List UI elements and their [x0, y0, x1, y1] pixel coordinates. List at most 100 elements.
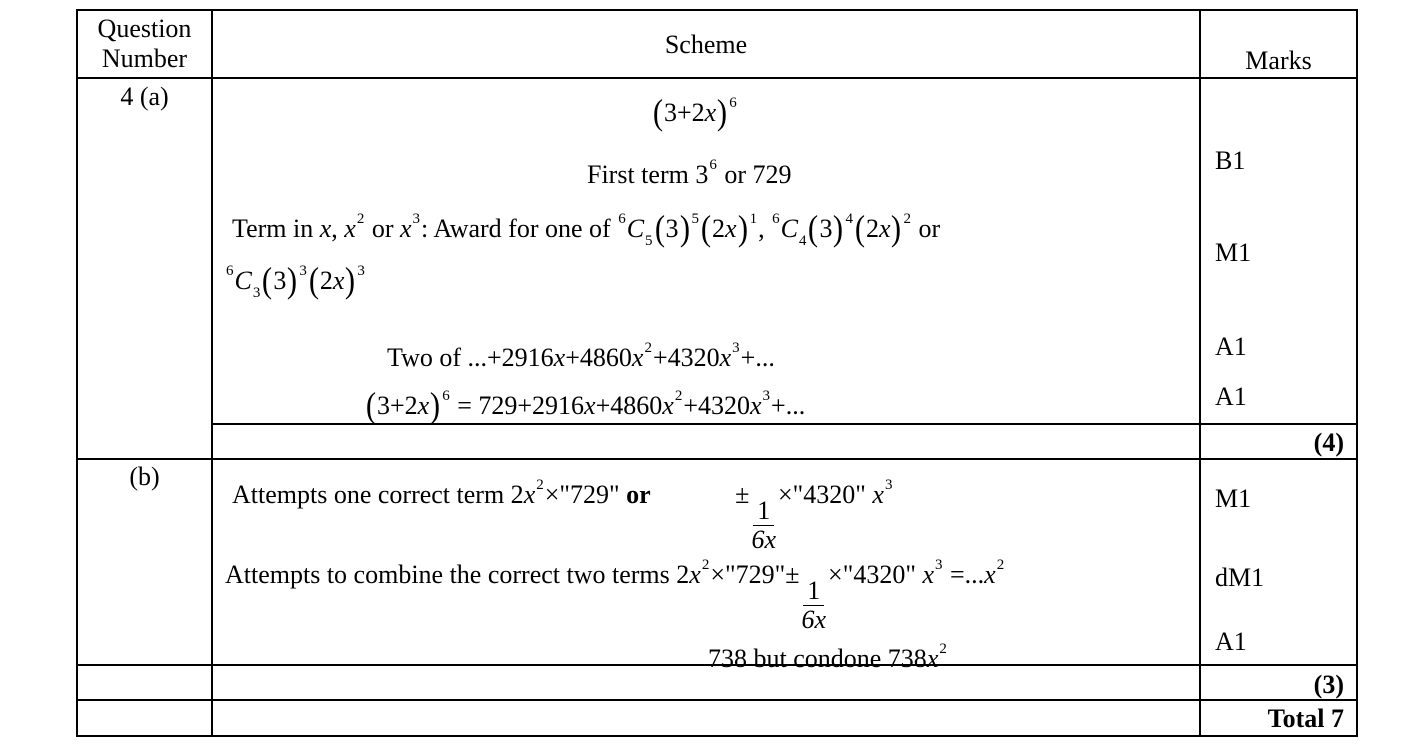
math-variable: x — [584, 391, 596, 420]
fraction-denominator: 6x — [751, 525, 776, 554]
superscript: 5 — [691, 211, 700, 227]
scheme-line-one-term: Attempts one correct term 2x2×"729" or ±… — [232, 470, 893, 554]
header-question-number: Question Number — [78, 14, 211, 74]
superscript: 4 — [845, 211, 853, 227]
subtotal-b-divider — [76, 699, 1358, 701]
table-border-right — [1356, 9, 1358, 737]
subtotal-b: (3) — [1313, 670, 1344, 699]
header-marks: Marks — [1245, 46, 1312, 75]
math-variable: x — [523, 480, 536, 509]
question-label-b: (b) — [129, 462, 160, 491]
mark-dm1: dM1 — [1215, 563, 1265, 592]
math-text: 3 — [665, 214, 679, 243]
subscript: 4 — [798, 233, 807, 249]
math-text: +... — [740, 343, 775, 372]
column-divider-marks — [1199, 9, 1201, 737]
math-text: First term 3 — [587, 160, 709, 189]
superscript: 6 — [709, 157, 717, 173]
superscript: 3 — [934, 557, 943, 573]
math-variable: x — [878, 214, 891, 243]
math-text: Attempts to combine the correct two term… — [225, 560, 690, 589]
parenthesis: ( — [654, 208, 665, 248]
superscript: 2 — [701, 557, 710, 573]
math-text: +4320 — [652, 343, 720, 372]
math-text: 738 but condone 738 — [708, 644, 927, 673]
mark-b1: B1 — [1215, 146, 1246, 175]
math-text: Term in — [232, 214, 320, 243]
math-variable: x — [719, 343, 732, 372]
math-text: 3+2 — [377, 391, 418, 420]
math-text: ×"729" — [544, 480, 627, 509]
parenthesis: ) — [891, 208, 902, 248]
math-text: or — [365, 214, 400, 243]
table-border-left — [76, 9, 78, 737]
superscript: 2 — [536, 477, 544, 493]
math-text: : Award for one of — [421, 214, 618, 243]
math-text: ± — [650, 480, 750, 509]
parenthesis: ) — [345, 260, 356, 300]
subscript: 5 — [645, 233, 653, 249]
mark-a1: A1 — [1215, 382, 1247, 411]
math-variable: x — [872, 480, 884, 509]
total-marks: Total 7 — [1267, 704, 1344, 733]
superscript: 2 — [644, 340, 652, 356]
math-text: Attempts one correct term 2 — [232, 480, 524, 509]
superscript: 2 — [996, 557, 1005, 573]
parenthesis: ( — [308, 260, 319, 300]
subscript: 3 — [252, 285, 261, 301]
math-text: ×"729"± — [710, 560, 800, 589]
fraction-numerator: 1 — [753, 497, 775, 526]
math-text: 3+2 — [664, 98, 705, 127]
math-variable: x — [332, 266, 345, 295]
math-variable: x — [344, 214, 356, 243]
scheme-line-combine: Attempts to combine the correct two term… — [225, 550, 1005, 634]
math-text: ×"4320" — [778, 480, 873, 509]
scheme-line-two-of: Two of ...+2916x+4860x2+4320x3+... — [387, 333, 775, 373]
parenthesis: ) — [717, 92, 728, 132]
math-text: = 729+2916 — [450, 391, 585, 420]
math-text: =... — [943, 560, 985, 589]
math-text: +4860 — [595, 391, 663, 420]
parenthesis: ) — [679, 208, 690, 248]
math-text: or — [911, 214, 941, 243]
superscript: 3 — [884, 477, 893, 493]
parenthesis: ) — [287, 260, 298, 300]
math-variable: x — [553, 343, 566, 372]
parenthesis: ) — [430, 385, 441, 425]
superscript: 2 — [674, 388, 683, 404]
math-variable: x — [689, 560, 701, 589]
fraction-denominator: 6x — [801, 605, 827, 634]
math-variable: x — [725, 214, 737, 243]
header-number-label: Number — [101, 44, 188, 73]
math-variable: C — [780, 214, 798, 243]
math-text: +... — [771, 391, 806, 420]
header-scheme: Scheme — [664, 30, 748, 59]
superscript: 6 — [729, 95, 737, 111]
header-question-label: Question — [97, 14, 192, 43]
math-variable: x — [399, 214, 412, 243]
superscript: 2 — [356, 211, 365, 227]
parenthesis: ( — [808, 208, 819, 248]
question-label-4a: 4 (a) — [120, 82, 169, 111]
part-a-subtotal-divider — [212, 423, 1358, 425]
math-text: 3 — [273, 266, 287, 295]
math-variable: x — [662, 391, 674, 420]
superscript: 3 — [412, 211, 421, 227]
superscript: 6 — [226, 263, 234, 279]
parenthesis: ( — [262, 260, 273, 300]
superscript: 6 — [772, 211, 780, 227]
math-variable: x — [319, 214, 332, 243]
mark-m1: M1 — [1215, 484, 1252, 513]
superscript: 2 — [903, 211, 911, 227]
scheme-line-binomial: (3+2x)6 — [652, 88, 738, 132]
math-text: 2 — [319, 266, 333, 295]
math-variable: x — [749, 391, 762, 420]
superscript: 2 — [939, 641, 947, 657]
table-border-bottom — [76, 735, 1358, 737]
parenthesis: ( — [700, 208, 712, 248]
parenthesis: ( — [652, 92, 664, 132]
scheme-line-expansion: (3+2x)6 = 729+2916x+4860x2+4320x3+... — [365, 381, 806, 425]
subtotal-a: (4) — [1313, 428, 1344, 457]
